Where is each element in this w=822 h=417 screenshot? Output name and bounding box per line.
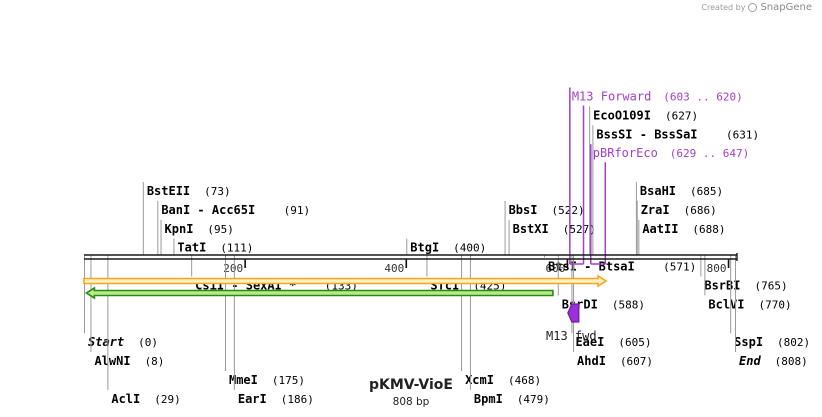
primer-label-m13-forward: M13 Forward xyxy=(572,90,651,104)
site-label-bsrdi: BsrDI xyxy=(562,297,598,311)
site-position-btgi: (400) xyxy=(453,242,486,255)
site-position-ecoo109i: (627) xyxy=(665,109,698,122)
site-label-bani-acc65i: BanI - Acc65I xyxy=(161,203,255,217)
site-position-btsi-btsai: (571) xyxy=(663,261,696,274)
site-position-tati: (111) xyxy=(220,242,253,255)
primer-range-m13-forward: (603 .. 620) xyxy=(663,91,742,104)
site-label-bstxi: BstXI xyxy=(513,222,549,236)
sequence-backbone xyxy=(84,253,738,261)
primer-binding-label: M13 fwd xyxy=(546,329,597,343)
plasmid-size: 808 bp xyxy=(392,396,430,408)
site-label-mmei: MmeI xyxy=(229,373,258,387)
site-position-acli: (29) xyxy=(154,393,181,406)
created-by-text: Created by xyxy=(701,3,746,12)
ruler-ticks: 200 400 600 800 xyxy=(223,259,730,275)
site-position-ahdi: (607) xyxy=(620,355,653,368)
feature-arrow-green-feature xyxy=(84,286,554,300)
site-label-tati: TatI xyxy=(177,241,206,255)
site-label-bclvi: BclVI xyxy=(708,297,744,311)
site-label-sspi: SspI xyxy=(734,335,763,349)
site-position-bclvi: (770) xyxy=(759,298,792,311)
site-position-bsahi: (685) xyxy=(690,185,723,198)
site-position-start: (0) xyxy=(138,336,158,349)
site-position-xcmi: (468) xyxy=(508,374,541,387)
primer-label-pbrforeco: pBRforEco xyxy=(593,146,658,160)
site-position-bstxi: (527) xyxy=(563,223,596,236)
primer-binding-arrow xyxy=(567,303,580,323)
site-label-kpni: KpnI xyxy=(165,222,194,236)
snapgene-logo-icon xyxy=(748,3,758,12)
site-label-bsahi: BsaHI xyxy=(640,184,676,198)
site-label-bsssi-bsssai: BssSI - BssSaI xyxy=(596,127,697,141)
site-label-aatii: AatII xyxy=(642,222,678,236)
site-position-eari: (186) xyxy=(281,393,314,406)
site-label-zrai: ZraI xyxy=(641,203,670,217)
site-position-mmei: (175) xyxy=(272,374,305,387)
snapgene-watermark: Created by SnapGene xyxy=(701,2,812,13)
site-position-kpni: (95) xyxy=(207,223,234,236)
site-label-ecoo109i: EcoO109I xyxy=(593,108,651,122)
primer-annotations: M13 Forward (603 .. 620) pBRforEco (629 .. … xyxy=(569,87,749,265)
site-position-bsrbi: (765) xyxy=(754,280,787,293)
plasmid-name: pKMV-VioE xyxy=(369,377,453,393)
ruler-tick-label-200: 200 xyxy=(223,262,243,275)
primer-binding-site: M13 fwd xyxy=(546,303,597,343)
site-label-ahdi: AhdI xyxy=(577,354,606,368)
site-label-acli: AclI xyxy=(111,392,140,406)
snapgene-brand-text: SnapGene xyxy=(760,2,812,13)
site-label-eaei: EaeI xyxy=(575,335,604,349)
site-label-btgi: BtgI xyxy=(410,241,439,255)
site-label-xcmi: XcmI xyxy=(465,373,494,387)
site-position-bsssi-bsssai: (631) xyxy=(726,128,759,141)
site-position-zrai: (686) xyxy=(684,204,717,217)
site-label-alwni: AlwNI xyxy=(94,354,130,368)
ruler-tick-label-600: 600 xyxy=(546,262,566,275)
site-position-bbsi: (522) xyxy=(551,204,584,217)
site-label-start: Start xyxy=(88,335,124,349)
ruler-tick-label-800: 800 xyxy=(707,262,727,275)
primer-range-pbrforeco: (629 .. 647) xyxy=(670,147,749,160)
site-label-bsteii: BstEII xyxy=(147,184,190,198)
site-position-alwni: (8) xyxy=(145,355,165,368)
ruler-tick-label-400: 400 xyxy=(384,262,404,275)
site-position-bsrdi: (588) xyxy=(612,298,645,311)
site-label-bbsi: BbsI xyxy=(509,203,538,217)
site-label-end: End xyxy=(739,354,761,368)
site-position-end: (808) xyxy=(775,355,808,368)
site-label-bsrbi: BsrBI xyxy=(704,279,740,293)
site-label-eari: EarI xyxy=(238,392,267,406)
site-position-aatii: (688) xyxy=(692,223,725,236)
site-label-bpmi: BpmI xyxy=(474,392,503,406)
site-position-bsteii: (73) xyxy=(204,185,231,198)
site-position-bani-acc65i: (91) xyxy=(284,204,311,217)
site-position-sspi: (802) xyxy=(777,336,810,349)
site-position-bpmi: (479) xyxy=(517,393,550,406)
site-position-eaei: (605) xyxy=(618,336,651,349)
feature-arrow-orange-feature xyxy=(83,274,608,288)
feature-arrows xyxy=(83,274,608,300)
